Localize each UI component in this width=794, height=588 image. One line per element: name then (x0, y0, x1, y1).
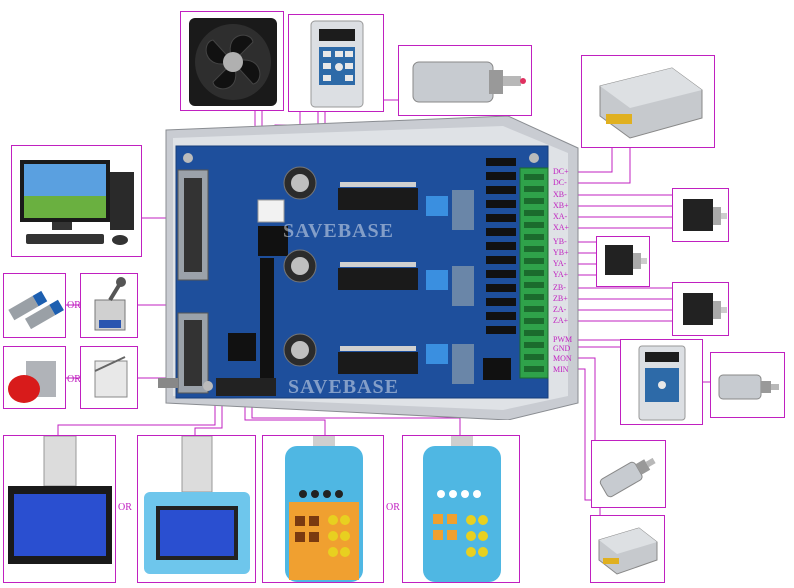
terminal-mon: MON (553, 354, 572, 363)
stepper-motor-icon (683, 199, 727, 231)
terminal-zb-plus: ZB+ (553, 294, 568, 303)
watermark-bottom: SAVEBASE (288, 376, 400, 398)
terminal-min: MIN (553, 365, 569, 374)
emergency-stop-box (3, 346, 66, 409)
or-pendant: OR (386, 502, 400, 513)
proximity-sensor-box (3, 273, 66, 338)
terminal-pwm: PWM (553, 335, 573, 344)
spindle-motor-right-box (710, 352, 785, 418)
lcd-display-1-box (3, 435, 116, 583)
terminal-xa-plus: XA+ (553, 223, 570, 232)
terminal-ya-minus: YA- (553, 259, 567, 268)
pendant-1-box (262, 435, 384, 583)
or-sensor-bottom: OR (67, 374, 81, 385)
terminal-za-minus: ZA- (553, 305, 567, 314)
proximity-sensor-icon (8, 290, 64, 330)
fan-icon (189, 18, 277, 106)
terminal-gnd: GND (553, 344, 571, 353)
controller-board: SAVEBASE SAVEBASE (148, 108, 588, 420)
psu-icon (599, 67, 703, 139)
stepper-motor-z-box (672, 282, 729, 336)
terminal-xb-minus: XB- (553, 190, 567, 199)
pendant-2-box (402, 435, 520, 583)
terminal-dc-plus: DC+ (553, 167, 569, 176)
stepper-motor-x-box (672, 188, 729, 242)
computer-box (11, 145, 142, 257)
vfd-icon (310, 20, 364, 108)
terminal-xb-plus: XB+ (553, 201, 569, 210)
terminal-za-plus: ZA+ (553, 316, 569, 325)
cooling-fan-box (180, 11, 284, 111)
terminal-ya-plus: YA+ (553, 270, 569, 279)
computer-icon (20, 160, 134, 245)
vfd-icon (638, 345, 686, 421)
lcd-display-2-box (137, 435, 256, 583)
watermark-top: SAVEBASE (283, 220, 395, 242)
power-supply-bottom-box (590, 515, 665, 583)
terminal-xa-minus: XA- (553, 212, 568, 221)
pendant-icon (423, 436, 501, 582)
spindle-icon (412, 61, 526, 103)
spindle-icon (599, 457, 656, 498)
terminal-yb-minus: YB- (553, 237, 567, 246)
estop-icon (8, 361, 56, 403)
or-sensor-top: OR (67, 300, 81, 311)
limit-switch-box (80, 273, 138, 338)
terminal-zb-minus: ZB- (553, 283, 566, 292)
power-supply-top-box (581, 55, 715, 148)
stepper-motor-icon (683, 293, 727, 325)
dc-spindle-box (591, 440, 666, 508)
psu-icon (598, 527, 658, 575)
limit-switch-icon (94, 277, 126, 331)
micro-switch-box (80, 346, 138, 409)
terminal-dc-minus: DC- (553, 178, 567, 187)
spindle-icon (718, 374, 779, 400)
lcd-display-icon (8, 436, 112, 564)
stepper-motor-icon (605, 245, 647, 275)
terminal-yb-plus: YB+ (553, 248, 569, 257)
vfd-inverter-right-box (620, 339, 703, 425)
or-lcd: OR (118, 502, 132, 513)
lcd-display-icon (144, 436, 250, 574)
pendant-icon (285, 436, 363, 582)
vfd-inverter-top-box (288, 14, 384, 112)
stepper-motor-y-box (596, 236, 650, 287)
micro-switch-icon (94, 356, 128, 398)
spindle-motor-top-box (398, 45, 532, 116)
